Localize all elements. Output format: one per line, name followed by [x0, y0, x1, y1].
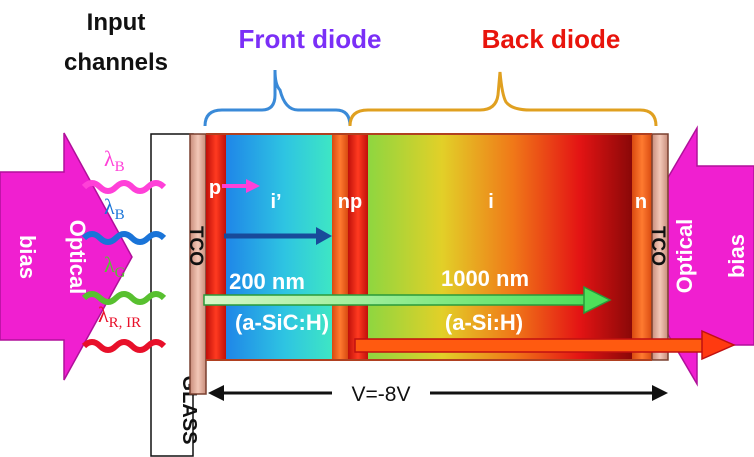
front-diode-brace [203, 69, 352, 127]
back-i-layer [368, 134, 632, 360]
tco-right-label: TCO [647, 226, 668, 266]
front-thickness-label: 200 nm [229, 269, 305, 294]
n-back-label: n [635, 191, 647, 213]
device-stack [189, 133, 669, 395]
front-diode-title: Front diode [239, 24, 382, 54]
wave-red [81, 339, 167, 353]
p-front-label: p [209, 177, 221, 199]
np-label: np [338, 191, 362, 213]
voltage-arrow [208, 385, 668, 401]
i-front-label: i’ [270, 191, 281, 213]
voltage-label: V=-8V [352, 383, 411, 406]
lambda-b2-label: λB [104, 194, 125, 223]
blue-arrow [224, 227, 332, 245]
front-material-label: (a-SiC:H) [235, 310, 329, 335]
lambda-r-label: λR, IR [98, 302, 141, 331]
back-thickness-label: 1000 nm [441, 266, 529, 291]
front-p-layer [206, 134, 226, 360]
wave-blue-1 [81, 180, 167, 194]
bias-right-label: bias [724, 234, 749, 278]
front-n-layer [332, 134, 348, 360]
front-i-layer [226, 134, 332, 360]
back-diode-title: Back diode [482, 24, 621, 54]
input-channels-title-1: Input [87, 9, 146, 36]
input-channels-title-2: channels [64, 49, 168, 76]
back-material-label: (a-Si:H) [445, 310, 523, 335]
wave-green [81, 291, 167, 305]
i-back-label: i [488, 191, 494, 213]
optical-left-label: Optical [65, 220, 90, 295]
back-diode-brace [348, 71, 658, 127]
tco-right-layer [651, 133, 669, 361]
back-n-layer [632, 134, 652, 360]
wave-blue-2 [81, 231, 167, 245]
optical-right-label: Optical [672, 219, 697, 294]
input-waves [81, 180, 167, 353]
lambda-b1-label: λB [104, 146, 125, 175]
optical-bias-left: Optical bias [0, 132, 133, 381]
green-arrow [203, 285, 612, 315]
back-p-layer [348, 134, 368, 360]
red-arrow [354, 329, 736, 361]
bias-left-label: bias [15, 235, 40, 279]
lambda-g-label: λG [104, 252, 126, 281]
tco-left-label: TCO [185, 226, 206, 266]
magenta-arrow [222, 179, 260, 193]
optical-bias-right: Optical bias [621, 125, 754, 387]
